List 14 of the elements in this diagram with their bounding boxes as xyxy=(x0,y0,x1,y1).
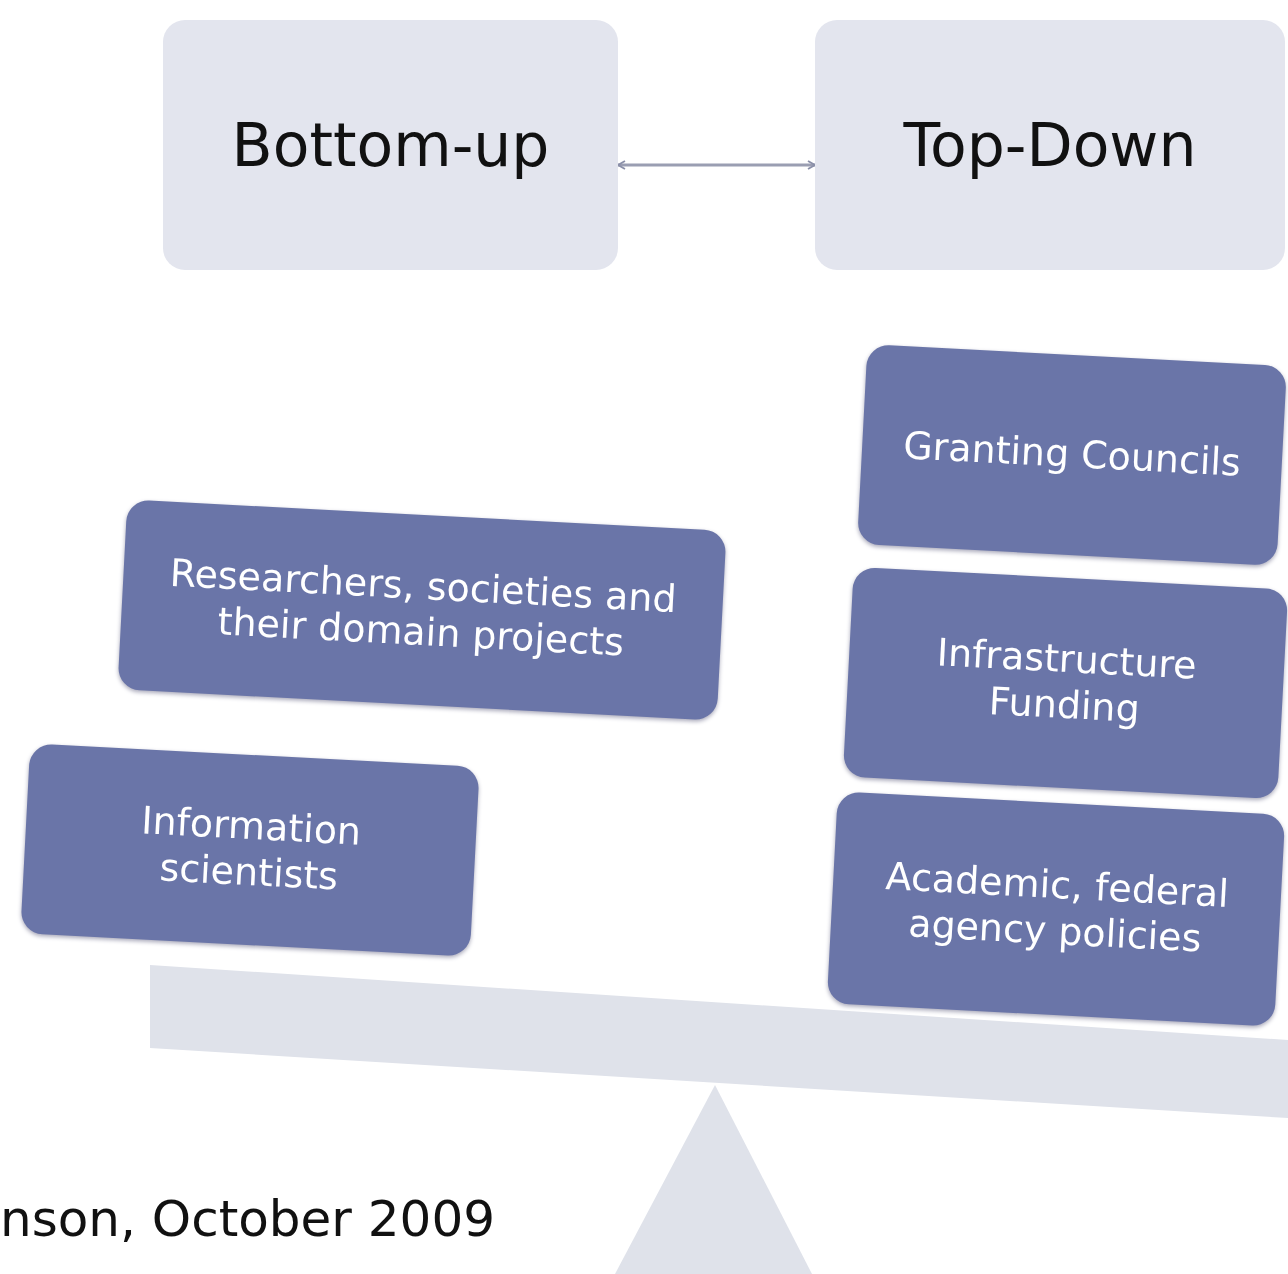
box-text: Infrastructure Funding xyxy=(934,629,1199,733)
stakeholder-box xyxy=(842,566,1288,800)
heading-box xyxy=(163,20,618,270)
attribution-text: nson, October 2009 xyxy=(0,1190,496,1248)
box-text: Granting Councils xyxy=(902,423,1242,487)
double-arrow xyxy=(617,160,816,170)
stakeholder-box xyxy=(826,791,1286,1027)
box-text: Top-Down xyxy=(903,110,1197,180)
box-text: Information scientists xyxy=(139,797,364,901)
box-text: Researchers, societies and their domain projects xyxy=(167,550,679,667)
stakeholder-box xyxy=(857,344,1287,566)
box-text: Bottom-up xyxy=(231,110,550,180)
heading-box xyxy=(815,20,1285,270)
box-text: Academic, federal agency policies xyxy=(883,853,1231,963)
